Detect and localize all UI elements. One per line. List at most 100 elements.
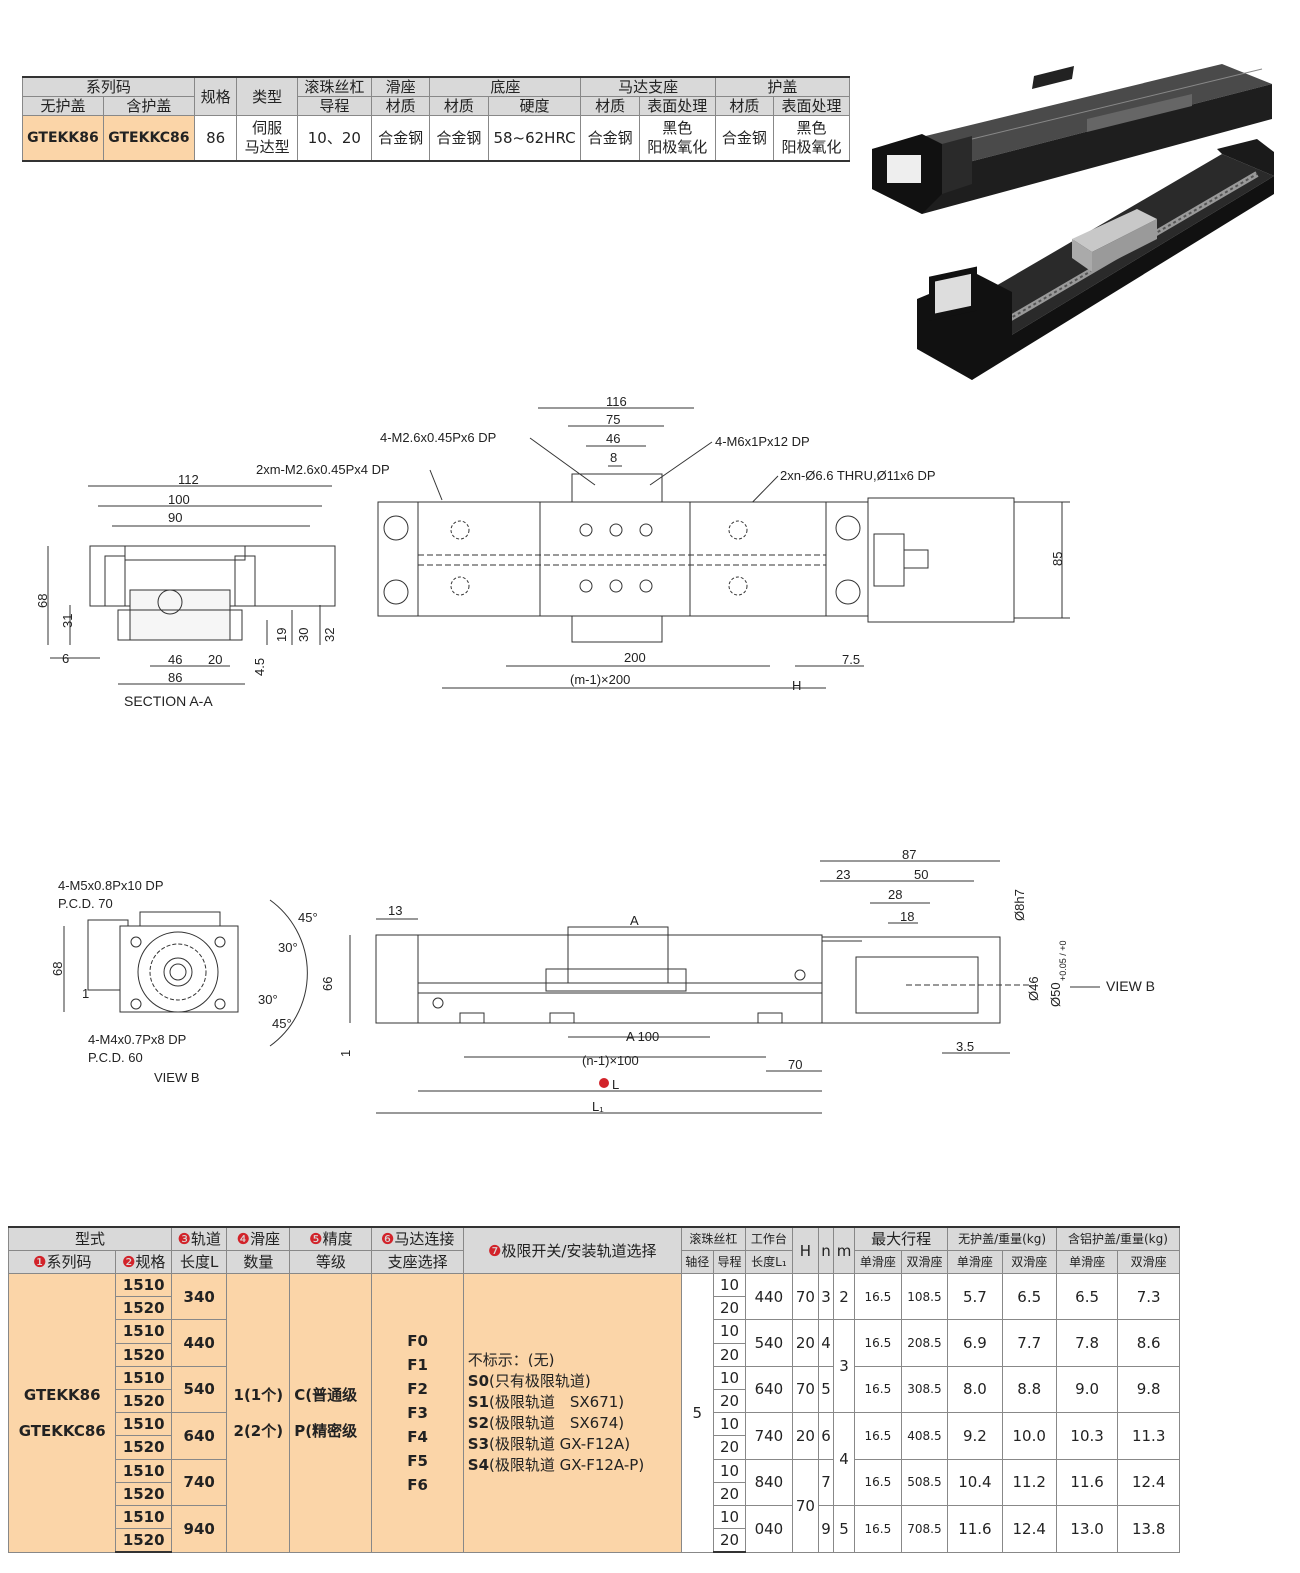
dim-m1x200: (m-1)×200 bbox=[570, 672, 630, 687]
n-value: 5 bbox=[818, 1365, 835, 1414]
dim-8: 8 bbox=[610, 450, 617, 465]
limit-option-cell: 不标示：(无)S0(只有极限轨道)S1(极限轨道 SX671)S2(极限轨道 S… bbox=[462, 1273, 682, 1553]
weight-nocover-single: 5.7 bbox=[947, 1272, 1003, 1321]
h-nocover: 无护盖 bbox=[22, 96, 104, 116]
product-photos bbox=[872, 64, 1274, 380]
spec-code: 1510 bbox=[115, 1504, 172, 1530]
weight-cover-double: 12.4 bbox=[1117, 1458, 1180, 1506]
h-screw: 滚珠丝杠 bbox=[680, 1226, 747, 1251]
spec-code: 1510 bbox=[115, 1365, 172, 1390]
spec-code: 1510 bbox=[115, 1319, 172, 1344]
stroke-double: 208.5 bbox=[900, 1319, 949, 1367]
dim-200: 200 bbox=[624, 650, 646, 665]
screw-lead: 20 bbox=[712, 1528, 747, 1554]
weight-nocover-double: 7.7 bbox=[1001, 1319, 1057, 1367]
h-acc2: 等级 bbox=[289, 1250, 373, 1274]
hole-note-thru: 2xn-Ø6.6 THRU,Ø11x6 DP bbox=[780, 468, 936, 483]
weight-cover-single: 10.3 bbox=[1055, 1412, 1119, 1460]
weight-cover-single: 6.5 bbox=[1055, 1272, 1119, 1321]
spec-code: 1520 bbox=[115, 1435, 172, 1460]
spec-code: 1520 bbox=[115, 1481, 172, 1506]
code-withcover: GTEKKC86 bbox=[102, 115, 195, 162]
dim-a-100: A 100 bbox=[626, 1029, 659, 1044]
weight-cover-double: 8.6 bbox=[1117, 1319, 1180, 1367]
table-length: 640 bbox=[745, 1365, 793, 1414]
rail-length: 640 bbox=[170, 1412, 228, 1460]
weight-nocover-single: 10.4 bbox=[947, 1458, 1003, 1506]
view-b-arrow-label: VIEW B bbox=[1106, 978, 1155, 994]
weight-nocover-single: 8.0 bbox=[947, 1365, 1003, 1414]
type-value: 伺服马达型 bbox=[236, 115, 298, 162]
note-m5: 4-M5x0.8Px10 DP bbox=[58, 878, 164, 893]
spec-code: 1510 bbox=[115, 1412, 172, 1437]
series-gtekkc86: GTEKKC86 bbox=[18, 1421, 106, 1440]
m-value: 3 bbox=[833, 1319, 856, 1414]
h-withcover: 含护盖 bbox=[102, 96, 195, 116]
limit-option: S1(极限轨道 SX671) bbox=[467, 1392, 625, 1411]
H-value: 70 bbox=[791, 1365, 820, 1414]
limit-option: 不标示：(无) bbox=[467, 1350, 555, 1369]
h-screw-lead: 导程 bbox=[296, 96, 373, 116]
h-m: m bbox=[833, 1226, 856, 1274]
note-m4: 4-M4x0.7Px8 DP bbox=[88, 1032, 186, 1047]
motor-option: F6 bbox=[407, 1475, 428, 1494]
h-base: 底座 bbox=[429, 76, 582, 97]
h-motor-mat: 材质 bbox=[580, 96, 640, 116]
h-wc-double: 双滑座 bbox=[1117, 1250, 1180, 1274]
dim-1: 1 bbox=[82, 986, 89, 1001]
spec-code: 1510 bbox=[115, 1458, 172, 1483]
side-view-drawing: 13 A 87 23 50 28 18 Ø8h7 Ø46 Ø50 +0.05 /… bbox=[320, 847, 1155, 1114]
screw-lead: 10 bbox=[712, 1365, 747, 1390]
H-value: 20 bbox=[791, 1319, 820, 1367]
h-slider: ❹滑座 bbox=[226, 1226, 291, 1251]
stroke-single: 16.5 bbox=[854, 1412, 902, 1460]
weight-nocover-double: 10.0 bbox=[1001, 1412, 1057, 1460]
dim-50-b: Ø50 bbox=[1048, 982, 1063, 1007]
base-mat-value: 合金钢 bbox=[429, 115, 489, 162]
h-cover-surf: 表面处理 bbox=[772, 96, 851, 116]
h-n: n bbox=[818, 1226, 835, 1274]
stroke-single: 16.5 bbox=[854, 1504, 902, 1553]
stroke-single: 16.5 bbox=[854, 1272, 902, 1321]
dim-13: 13 bbox=[388, 903, 402, 918]
dim-6: 6 bbox=[62, 651, 69, 666]
limit-option: S2(极限轨道 SX674) bbox=[467, 1413, 625, 1432]
h-motor2: 支座选择 bbox=[371, 1250, 464, 1274]
dim-8h7: Ø8h7 bbox=[1012, 889, 1027, 921]
dim-20: 20 bbox=[208, 652, 222, 667]
dim-46: 46 bbox=[168, 652, 182, 667]
n-value: 4 bbox=[818, 1319, 835, 1367]
screw-lead: 20 bbox=[712, 1435, 747, 1460]
dim-90: 90 bbox=[168, 510, 182, 525]
rail-length: 340 bbox=[170, 1272, 228, 1321]
h-slider2: 数量 bbox=[226, 1250, 291, 1274]
n-value: 3 bbox=[818, 1272, 835, 1321]
m-value: 5 bbox=[833, 1504, 856, 1553]
table-length: 540 bbox=[745, 1319, 793, 1367]
dim-tolerance: +0.05 / +0 bbox=[1058, 940, 1068, 981]
limit-option: S4(极限轨道 GX-F12A-P) bbox=[467, 1455, 645, 1474]
screw-lead: 10 bbox=[712, 1504, 747, 1530]
dim-46b: 46 bbox=[606, 431, 620, 446]
view-b-drawing: 4-M5x0.8Px10 DP P.C.D. 70 45° 30° 30° 45… bbox=[50, 878, 318, 1085]
motor-option: F5 bbox=[407, 1451, 428, 1470]
dim-1-b: 1 bbox=[338, 1050, 353, 1057]
h-motor-surf: 表面处理 bbox=[638, 96, 716, 116]
h-spec: 规格 bbox=[193, 76, 238, 116]
motor-option: F0 bbox=[407, 1331, 428, 1350]
cover-surf-value: 黑色阳极氧化 bbox=[772, 115, 851, 162]
stroke-single: 16.5 bbox=[854, 1458, 902, 1506]
dim-66: 66 bbox=[320, 977, 335, 991]
table-length: 740 bbox=[745, 1412, 793, 1460]
screw-lead: 10 bbox=[712, 1319, 747, 1344]
stroke-single: 16.5 bbox=[854, 1365, 902, 1414]
screw-lead: 20 bbox=[712, 1481, 747, 1506]
dim-23: 23 bbox=[836, 867, 850, 882]
h-base-mat: 材质 bbox=[429, 96, 489, 116]
h-w-single: 单滑座 bbox=[947, 1250, 1003, 1274]
motor-surf-value: 黑色阳极氧化 bbox=[638, 115, 716, 162]
m-value: 2 bbox=[833, 1272, 856, 1321]
weight-nocover-double: 12.4 bbox=[1001, 1504, 1057, 1553]
